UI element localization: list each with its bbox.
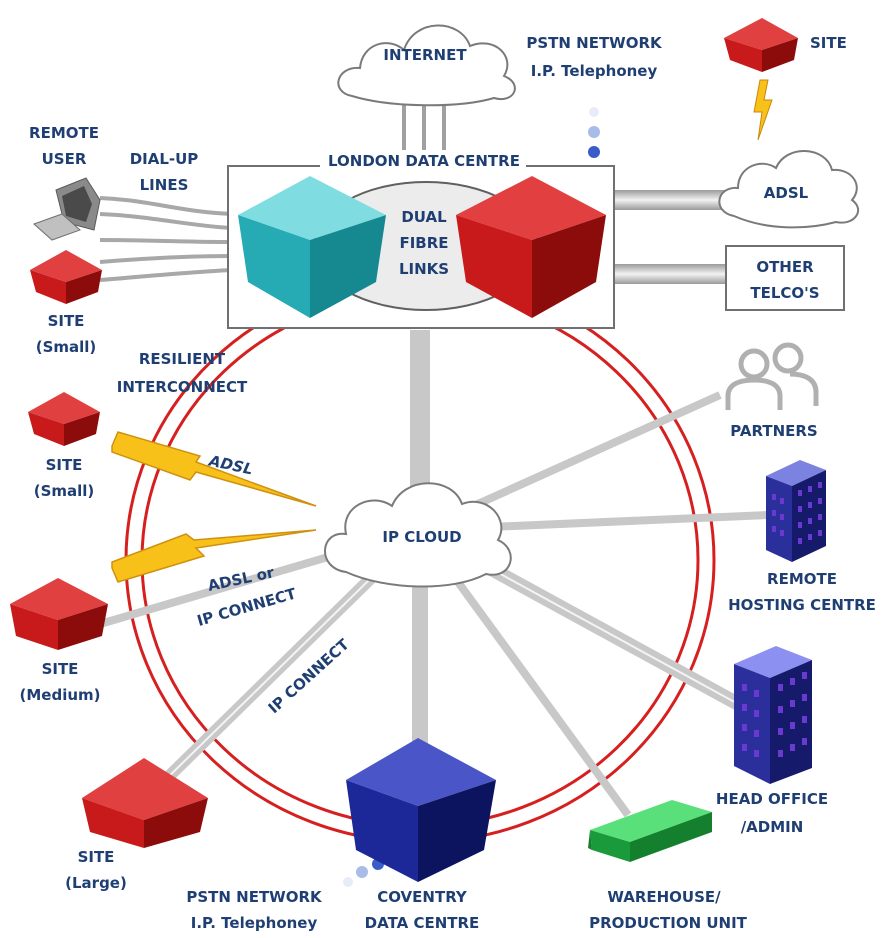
adsl-bolt-upper xyxy=(111,431,317,507)
top-site-house xyxy=(724,18,798,72)
dual-fibre-label-3: LINKS xyxy=(399,260,449,278)
internet-label: INTERNET xyxy=(383,46,467,64)
head-office-label-2: /ADMIN xyxy=(741,818,804,836)
other-telco-label-2: TELCO'S xyxy=(750,284,819,302)
site-large-label-2: (Large) xyxy=(65,874,127,892)
partners-icon xyxy=(725,342,819,410)
dialup-label-1: DIAL-UP xyxy=(130,150,199,168)
remote-hosting-building xyxy=(766,460,826,562)
warehouse-label-2: PRODUCTION UNIT xyxy=(589,914,748,932)
remote-hosting-label-2: HOSTING CENTRE xyxy=(728,596,876,614)
pstn-top-dots xyxy=(588,107,600,158)
warehouse-label-1: WAREHOUSE/ xyxy=(607,888,721,906)
pstn-bottom-label-2: I.P. Telephoney xyxy=(191,914,318,932)
london-title-backing xyxy=(320,150,526,172)
dual-fibre-label-1: DUAL xyxy=(401,208,447,226)
adsl-cloud-label: ADSL xyxy=(764,184,809,202)
ip-cloud xyxy=(324,482,512,588)
remote-user-computer xyxy=(33,177,101,241)
remote-user-label-2: USER xyxy=(42,150,87,168)
other-telco-box xyxy=(725,245,845,311)
site-small-2-label-2: (Small) xyxy=(34,482,95,500)
site-large-label-1: SITE xyxy=(78,848,115,866)
dialup-lines xyxy=(99,196,233,282)
coventry-label-1: COVENTRY xyxy=(377,888,468,906)
site-medium-label-1: SITE xyxy=(42,660,79,678)
pstn-top-label-2: I.P. Telephoney xyxy=(531,62,658,80)
internet-cloud xyxy=(337,24,516,107)
resilient-label-1: RESILIENT xyxy=(139,350,226,368)
london-red-house xyxy=(456,176,606,318)
other-telco-label-1: OTHER xyxy=(756,258,814,276)
head-office-label-1: HEAD OFFICE xyxy=(716,790,828,808)
coventry-label-2: DATA CENTRE xyxy=(365,914,480,932)
london-teal-house xyxy=(238,176,386,318)
ip-cloud-label: IP CLOUD xyxy=(382,528,461,546)
warehouse-building xyxy=(588,800,712,862)
site-top-label: SITE xyxy=(810,34,847,52)
site-medium-house xyxy=(10,578,108,650)
site-small-1-label-1: SITE xyxy=(48,312,85,330)
resilient-label-2: INTERCONNECT xyxy=(117,378,248,396)
site-small-2-house xyxy=(28,392,100,446)
london-dc-label: LONDON DATA CENTRE xyxy=(328,152,520,170)
top-site-bolt xyxy=(753,79,773,141)
telco-pipe xyxy=(614,264,726,284)
remote-hosting-label-1: REMOTE xyxy=(767,570,837,588)
dialup-label-2: LINES xyxy=(140,176,189,194)
adsl-or-label: ADSL or xyxy=(206,563,276,595)
site-large-house xyxy=(82,758,208,848)
site-medium-label-2: (Medium) xyxy=(20,686,101,704)
adsl-cloud xyxy=(718,150,859,229)
remote-user-label-1: REMOTE xyxy=(29,124,99,142)
dual-fibre-label-2: FIBRE xyxy=(399,234,448,252)
site-small-2-label-1: SITE xyxy=(46,456,83,474)
coventry-house xyxy=(346,738,496,882)
site-small-1-label-2: (Small) xyxy=(36,338,97,356)
adsl-pipe xyxy=(614,190,732,210)
adsl-bolt-lower xyxy=(111,529,317,583)
site-small-1-house xyxy=(30,250,102,304)
pstn-top-label-1: PSTN NETWORK xyxy=(526,34,663,52)
pstn-bottom-dots xyxy=(343,858,384,887)
pstn-bottom-label-1: PSTN NETWORK xyxy=(186,888,323,906)
head-office-building xyxy=(734,646,812,784)
partners-label: PARTNERS xyxy=(730,422,818,440)
